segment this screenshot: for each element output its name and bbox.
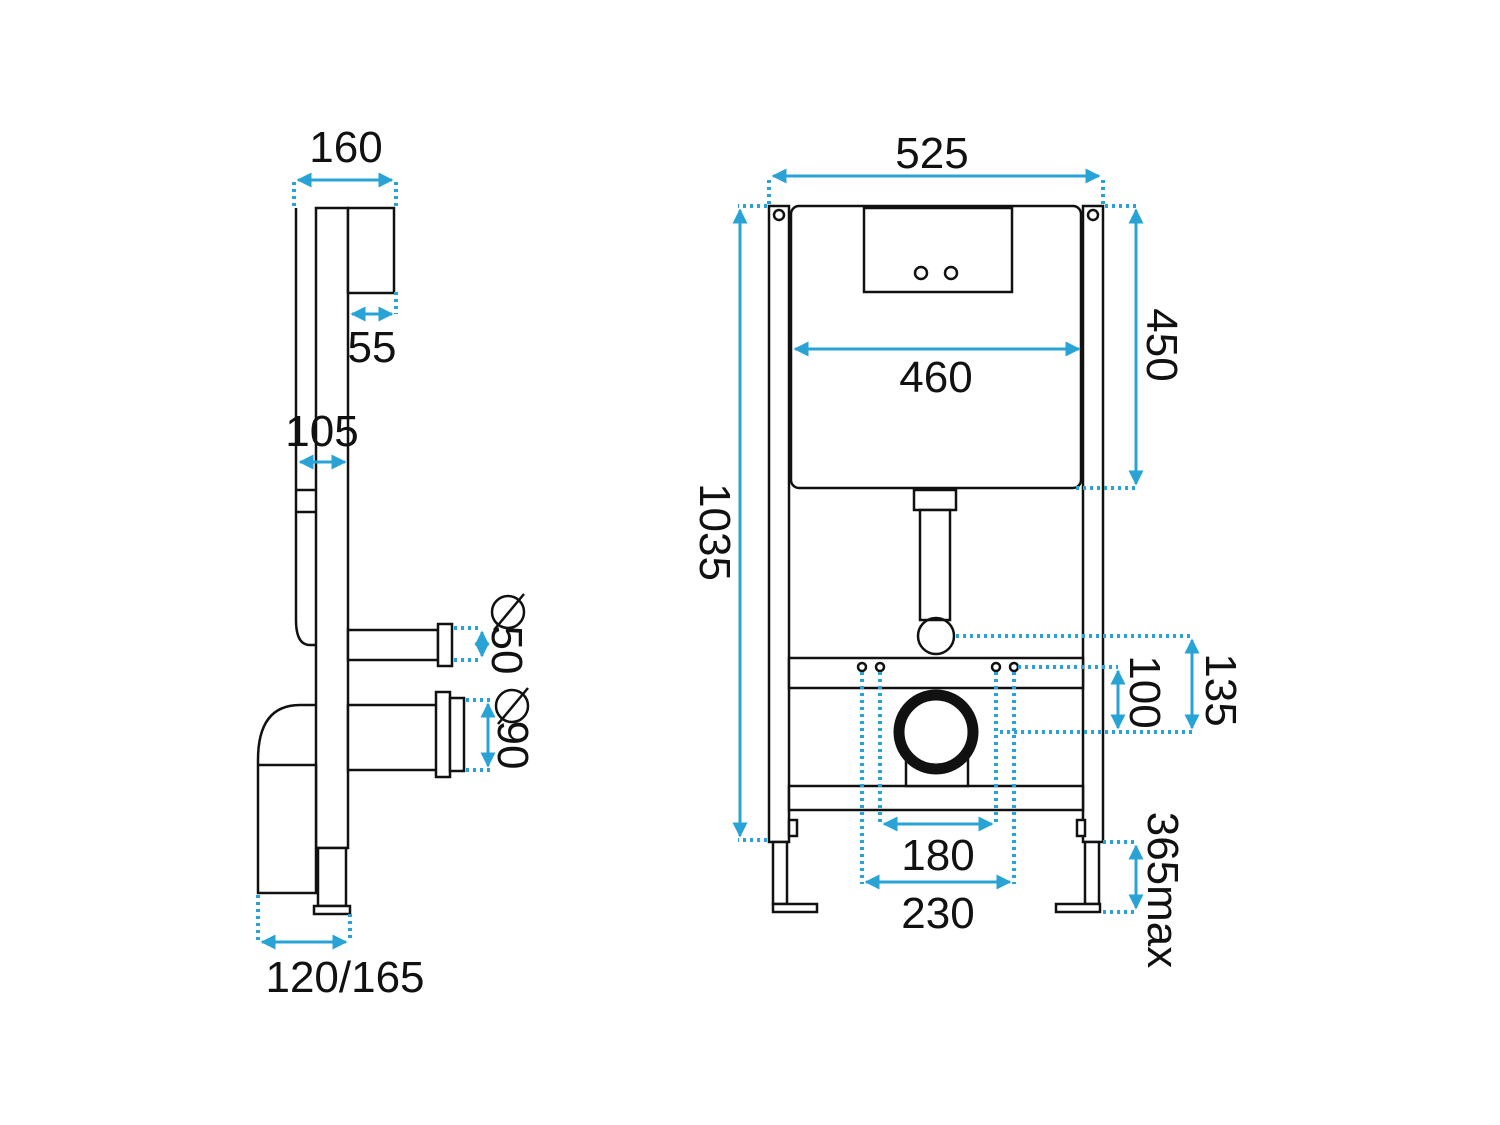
flush-pipe	[918, 508, 952, 622]
side-pipe-90	[346, 703, 440, 772]
dim-90-label: 90	[488, 721, 537, 770]
dim-160-label: 160	[309, 123, 382, 172]
side-pipe-50	[346, 628, 440, 662]
mounting-bar	[787, 656, 1085, 690]
dim-100-label: 100	[1120, 655, 1169, 728]
dim-1035-label: 1035	[690, 483, 739, 581]
side-view: 160 55 105 50 90 120/165	[256, 123, 537, 1002]
side-bend	[256, 703, 318, 895]
front-right-leg	[1083, 840, 1101, 906]
dim-460-label: 460	[899, 353, 972, 402]
waste-ring	[893, 689, 979, 775]
dim-105-label: 105	[285, 407, 358, 456]
front-view: 525 460 450 1035 135 100 180 230 365max	[690, 129, 1245, 968]
dim-180-label: 180	[901, 831, 974, 880]
diameter-symbol-icon	[490, 593, 526, 631]
dim-50-label: 50	[482, 626, 531, 675]
side-cistern-top	[346, 206, 396, 295]
dim-450-label: 450	[1137, 308, 1186, 381]
side-frame-post	[314, 206, 350, 850]
side-foot	[312, 904, 352, 916]
drain-outlet	[916, 616, 956, 656]
diameter-symbol-icon	[494, 687, 530, 725]
front-right-post	[1081, 204, 1105, 844]
dim-230-label: 230	[901, 889, 974, 938]
lower-bar	[787, 784, 1085, 812]
side-leg	[316, 846, 348, 908]
dim-135-label: 135	[1196, 653, 1245, 726]
side-back-plate	[294, 208, 316, 647]
dim-120-165-label: 120/165	[265, 953, 424, 1002]
dim-525-label: 525	[895, 129, 968, 178]
flush-opening	[862, 206, 1014, 294]
front-left-leg	[771, 840, 789, 906]
dim-55-label: 55	[348, 323, 397, 372]
dim-365max-label: 365max	[1138, 812, 1187, 969]
front-left-post	[767, 204, 791, 844]
